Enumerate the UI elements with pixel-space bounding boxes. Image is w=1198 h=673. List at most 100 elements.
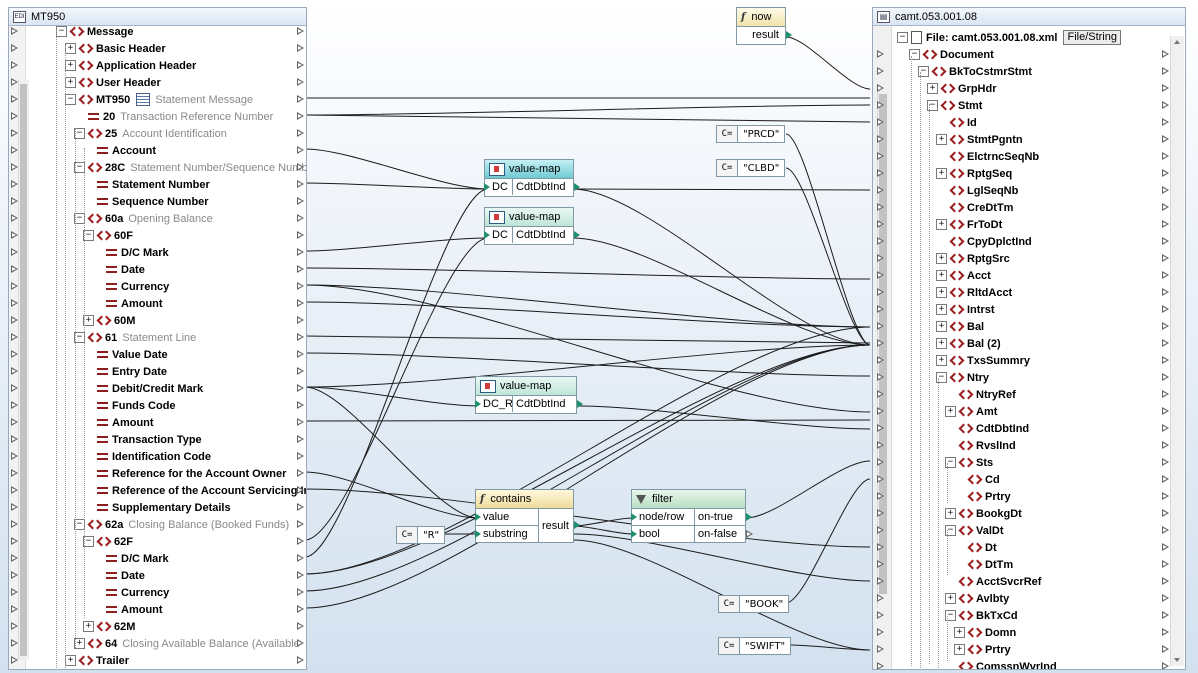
target-input-port[interactable] [877, 628, 884, 637]
contains-result-port[interactable] [574, 521, 580, 529]
target-node-comssnwvrind[interactable]: ComssnWvrInd [945, 658, 1057, 670]
target-output-port[interactable] [1162, 186, 1169, 195]
source-node-debit-credit-mark[interactable]: Debit/Credit Mark [83, 380, 203, 397]
target-node-sts[interactable]: −Sts [945, 454, 993, 471]
expand-icon[interactable]: + [936, 168, 947, 179]
connection-line[interactable] [304, 335, 871, 344]
source-input-port[interactable] [11, 384, 18, 393]
target-node-rvslind[interactable]: RvslInd [945, 437, 1016, 454]
source-node-transaction-type[interactable]: Transaction Type [83, 431, 202, 448]
collapse-icon[interactable]: − [909, 49, 920, 60]
source-input-port[interactable] [11, 78, 18, 87]
source-input-port[interactable] [11, 231, 18, 240]
file-string-button[interactable]: File/String [1063, 30, 1121, 45]
constant-swift[interactable]: C= "SWIFT" [718, 637, 792, 655]
target-output-port[interactable] [1162, 577, 1169, 586]
source-node-amount[interactable]: Amount [92, 295, 163, 312]
target-node-cd[interactable]: Cd [954, 471, 1000, 488]
collapse-icon[interactable]: − [918, 66, 929, 77]
target-input-port[interactable] [877, 271, 884, 280]
expand-icon[interactable]: + [83, 315, 94, 326]
target-input-port[interactable] [877, 390, 884, 399]
target-input-port[interactable] [877, 373, 884, 382]
source-node-reference-of-the-account-servicing-in[interactable]: Reference of the Account Servicing In [83, 482, 306, 499]
target-component-camt053[interactable]: ▤ camt.053.001.08 − File: camt.053.001.0… [872, 7, 1186, 670]
expand-icon[interactable]: + [927, 83, 938, 94]
collapse-icon[interactable]: − [936, 372, 947, 383]
source-input-port[interactable] [11, 418, 18, 427]
target-node-domn[interactable]: +Domn [954, 624, 1016, 641]
source-node-d-c-mark[interactable]: D/C Mark [92, 244, 169, 261]
source-input-port[interactable] [11, 95, 18, 104]
target-node-bktocstmrstmt[interactable]: −BkToCstmrStmt [918, 63, 1032, 80]
target-output-port[interactable] [1162, 458, 1169, 467]
source-output-port[interactable] [297, 248, 304, 257]
contains-value-port[interactable] [475, 513, 481, 521]
target-output-port[interactable] [1162, 441, 1169, 450]
source-input-port[interactable] [11, 282, 18, 291]
target-input-port[interactable] [877, 458, 884, 467]
expand-icon[interactable]: + [65, 43, 76, 54]
source-input-port[interactable] [11, 486, 18, 495]
connection-line[interactable] [577, 405, 871, 430]
target-output-port[interactable] [1162, 152, 1169, 161]
target-node-cdtdbtind[interactable]: CdtDbtInd [945, 420, 1029, 437]
value-map-3-input-port[interactable] [475, 400, 481, 408]
target-node-dttm[interactable]: DtTm [954, 556, 1013, 573]
target-output-port[interactable] [1162, 492, 1169, 501]
target-input-port[interactable] [877, 611, 884, 620]
collapse-icon[interactable]: − [897, 32, 908, 43]
source-output-port[interactable] [297, 231, 304, 240]
expand-icon[interactable]: + [65, 77, 76, 88]
target-input-port[interactable] [877, 169, 884, 178]
connection-line[interactable] [304, 182, 489, 190]
expand-icon[interactable]: + [65, 655, 76, 666]
source-input-port[interactable] [11, 180, 18, 189]
target-output-port[interactable] [1162, 203, 1169, 212]
target-node-valdt[interactable]: −ValDt [945, 522, 1004, 539]
filter-row-1[interactable]: node/row on-true [631, 509, 752, 525]
source-input-port[interactable] [11, 61, 18, 70]
source-output-port[interactable] [297, 61, 304, 70]
source-output-port[interactable] [297, 180, 304, 189]
value-map-3-output-port[interactable] [577, 400, 583, 408]
source-node-date[interactable]: Date [92, 567, 145, 584]
constant-prcd[interactable]: C= "PRCD" [716, 125, 786, 143]
value-map-1[interactable]: value-map DC CdtDbtInd [484, 159, 580, 197]
target-input-port[interactable] [877, 543, 884, 552]
source-output-port[interactable] [297, 112, 304, 121]
target-output-port[interactable] [1162, 50, 1169, 59]
connection-line[interactable] [745, 460, 871, 519]
target-node-rptgsrc[interactable]: +RptgSrc [936, 250, 1010, 267]
connection-line[interactable] [304, 104, 871, 116]
source-input-port[interactable] [11, 588, 18, 597]
source-output-port[interactable] [297, 282, 304, 291]
connection-line[interactable] [304, 237, 489, 541]
collapse-icon[interactable]: − [927, 100, 938, 111]
source-output-port[interactable] [297, 350, 304, 359]
connection-line[interactable] [304, 148, 489, 190]
source-input-port[interactable] [11, 197, 18, 206]
connection-line[interactable] [304, 419, 871, 422]
source-input-port[interactable] [11, 214, 18, 223]
source-output-port[interactable] [297, 571, 304, 580]
contains-substring-port[interactable] [475, 530, 481, 538]
source-node-amount[interactable]: Amount [83, 414, 154, 431]
connection-line[interactable] [304, 386, 479, 407]
expand-icon[interactable]: + [936, 287, 947, 298]
expand-icon[interactable]: + [954, 627, 965, 638]
source-input-port[interactable] [11, 112, 18, 121]
source-node-date[interactable]: Date [92, 261, 145, 278]
target-input-port[interactable] [877, 101, 884, 110]
now-output-row[interactable]: result [737, 27, 792, 43]
target-input-port[interactable] [877, 305, 884, 314]
target-node-rltdacct[interactable]: +RltdAcct [936, 284, 1012, 301]
contains-input-substring[interactable]: substring [475, 525, 538, 542]
connection-line[interactable] [304, 326, 871, 575]
source-output-port[interactable] [297, 163, 304, 172]
source-input-port[interactable] [11, 333, 18, 342]
target-node-intrst[interactable]: +Intrst [936, 301, 995, 318]
target-node-ntryref[interactable]: NtryRef [945, 386, 1016, 403]
